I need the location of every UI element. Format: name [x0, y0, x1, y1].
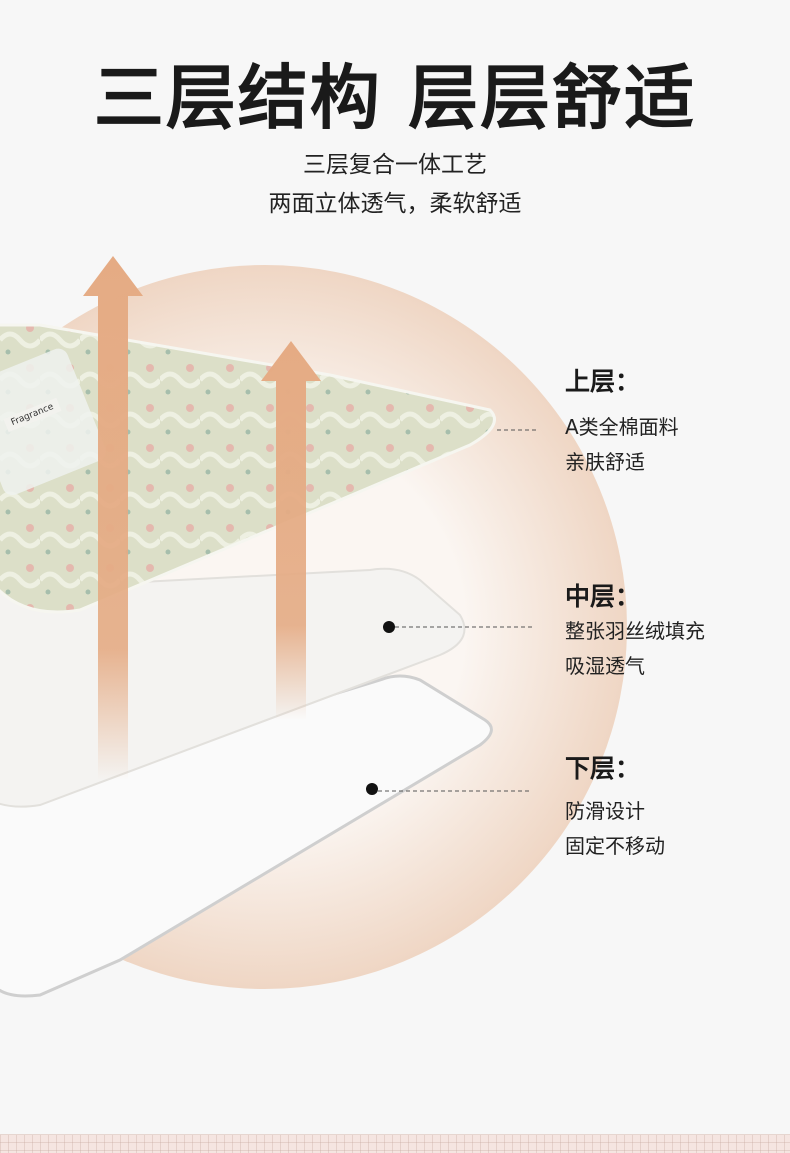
layer-desc: 固定不移动 — [565, 834, 665, 858]
pointer-dot-middle — [383, 621, 395, 633]
pointer-dot-bottom — [366, 783, 378, 795]
layer-heading: 中层： — [565, 582, 641, 611]
layer-heading: 上层： — [565, 367, 641, 396]
layer-desc: 亲肤舒适 — [565, 450, 645, 474]
layer-desc: 吸湿透气 — [565, 654, 645, 678]
arrow-up-icon — [83, 256, 143, 780]
layer-label-top: 上层： A类全棉面料 亲肤舒适 — [565, 366, 679, 480]
page-title: 三层结构 层层舒适 — [93, 57, 697, 139]
layer-heading: 下层： — [565, 754, 641, 783]
bottom-layer — [0, 674, 493, 998]
arrow-up-icon — [261, 341, 321, 720]
layer-desc: 防滑设计 — [565, 799, 645, 823]
layer-desc: A类全棉面料 — [565, 415, 679, 439]
layer-label-bottom: 下层： 防滑设计 固定不移动 — [565, 753, 665, 864]
layer-desc: 整张羽丝绒填充 — [565, 619, 705, 643]
subtitle-2: 两面立体透气，柔软舒适 — [268, 191, 522, 217]
decorative-grid-strip — [0, 1134, 790, 1153]
perfume-bottle — [0, 348, 106, 496]
layer-label-middle: 中层： 整张羽丝绒填充 吸湿透气 — [565, 581, 705, 684]
subtitle-1: 三层复合一体工艺 — [303, 152, 487, 178]
